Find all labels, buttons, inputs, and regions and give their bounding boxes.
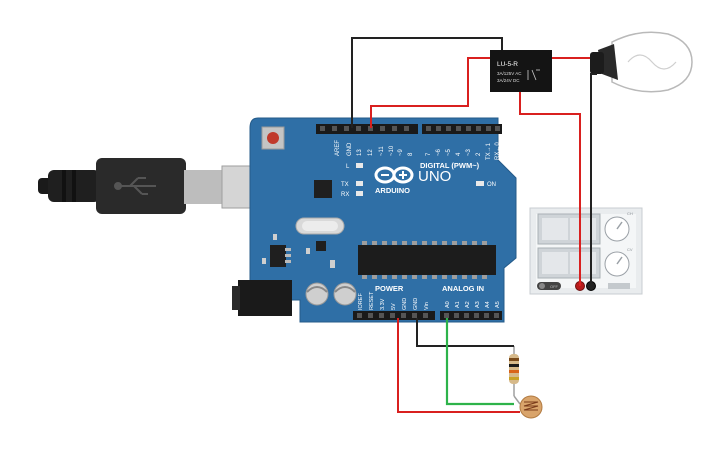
relay-rating-dc: 3A/24V DC — [497, 78, 520, 83]
pin-label-aref: AREF — [335, 140, 341, 156]
pin-label-2: 2 — [476, 152, 482, 156]
arduino-logo-text: ARDUINO — [375, 186, 410, 195]
pin-label-a1: A1 — [455, 301, 461, 308]
decorative-grille — [608, 283, 630, 289]
resistor[interactable] — [509, 346, 519, 396]
voltage-regulator — [270, 245, 291, 267]
led-label-tx: TX — [341, 182, 349, 188]
power-supply-display-1 — [537, 213, 601, 245]
pin-label-6: ~6 — [436, 148, 442, 156]
smd-components — [262, 234, 335, 268]
pin-label-a4: A4 — [485, 301, 491, 308]
relay-rating-ac: 3A/125V AC — [497, 71, 522, 76]
pin-label-a3: A3 — [475, 301, 481, 308]
pin-label-3: ~3 — [466, 148, 472, 156]
pin-label-5: ~5 — [446, 148, 452, 156]
power-supply[interactable]: CH CV OFF — [529, 207, 643, 295]
digital-header-left[interactable] — [316, 124, 418, 134]
usb-icon — [114, 177, 156, 195]
capacitors — [305, 282, 357, 306]
pin-label-vin: Vin — [424, 302, 430, 310]
pin-label-1: TX→1 — [486, 142, 492, 160]
pin-label-a5: A5 — [495, 301, 501, 308]
wire-green-a0-junction[interactable] — [445, 318, 514, 406]
analog-section-label: ANALOG IN — [442, 284, 484, 293]
wire-red-relay-supply[interactable] — [519, 92, 581, 286]
voltage-knob-label: CV — [627, 247, 633, 252]
pin-label-7: 7 — [426, 152, 432, 156]
light-bulb[interactable] — [590, 31, 693, 93]
pin-label-gnd-top: GND — [347, 142, 353, 156]
current-knob[interactable] — [604, 216, 630, 242]
arduino-logo-icon — [374, 166, 414, 184]
pin-label-9: ~9 — [398, 148, 404, 156]
pin-label-0: RX←0 — [495, 142, 501, 160]
status-leds — [356, 163, 484, 196]
photoresistor[interactable] — [513, 395, 543, 419]
wire-red-pin12-relay[interactable] — [370, 57, 490, 128]
pin-label-3v3: 3.3V — [380, 298, 386, 310]
power-switch-label: OFF — [550, 284, 559, 289]
analog-header[interactable] — [440, 311, 502, 320]
current-knob-label: CH — [627, 211, 633, 216]
power-barrel-jack[interactable] — [232, 280, 292, 316]
led-label-on: ON — [487, 182, 496, 188]
led-label-rx: RX — [341, 192, 349, 198]
pin-label-gnd1: GND — [402, 298, 408, 310]
pin-label-4: 4 — [456, 152, 462, 156]
relay-symbol-icon — [527, 69, 540, 81]
pin-label-12: 12 — [368, 149, 374, 156]
relay-model-label: LU-5-R — [497, 61, 518, 68]
wire-red-5v-ldr[interactable] — [397, 318, 520, 413]
pin-label-11: ~11 — [379, 146, 385, 156]
digital-header-right[interactable] — [422, 124, 502, 134]
power-supply-display-2 — [537, 247, 601, 279]
reset-button[interactable] — [261, 126, 285, 150]
atmega-microcontroller — [358, 241, 496, 279]
pin-label-ioref: IOREF — [358, 293, 364, 310]
small-chip — [316, 241, 326, 251]
arduino-uno-board[interactable]: AREF GND 13 12 ~11 ~10 ~9 8 7 ~6 ~5 4 ~3… — [232, 117, 517, 323]
pin-label-a0: A0 — [445, 301, 451, 308]
pin-label-13: 13 — [357, 149, 363, 156]
pin-label-10: ~10 — [389, 145, 395, 156]
power-switch[interactable] — [537, 282, 561, 290]
digital-pwm-label: DIGITAL (PWM~) — [420, 161, 480, 170]
crystal-oscillator — [295, 217, 345, 235]
power-section-label: POWER — [375, 284, 404, 293]
wire-black-bulb-supply[interactable] — [590, 73, 597, 286]
wire-black-gnd-resistor[interactable] — [416, 318, 514, 347]
led-label-l: L — [346, 164, 350, 170]
pin-label-5v: 5V — [391, 303, 397, 310]
pin-label-a2: A2 — [465, 301, 471, 308]
pin-label-reset: RESET — [369, 291, 375, 310]
usb-chip — [314, 180, 332, 198]
wire-black-relay-gnd[interactable] — [351, 37, 503, 128]
relay-module[interactable]: LU-5-R 3A/125V AC 3A/24V DC — [490, 50, 552, 92]
pin-label-8: 8 — [408, 152, 414, 156]
pin-label-gnd2: GND — [413, 298, 419, 310]
voltage-knob[interactable] — [604, 251, 630, 277]
board-model-label: UNO — [418, 168, 451, 185]
